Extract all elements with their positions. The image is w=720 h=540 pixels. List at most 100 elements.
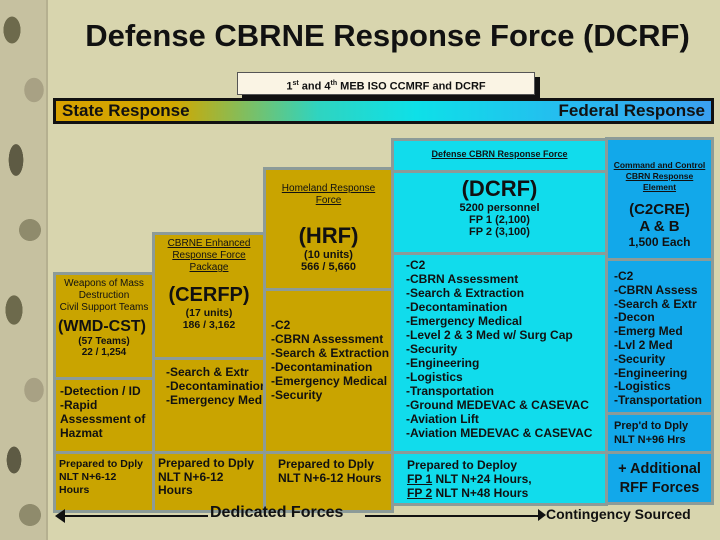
name-line: Command and Control bbox=[613, 160, 706, 170]
name-line: Destruction bbox=[78, 290, 130, 301]
wmd-units: (57 Teams) bbox=[78, 336, 130, 347]
capability: -CBRN Assess bbox=[614, 282, 698, 297]
fp2-text: NLT N+48 Hours bbox=[432, 486, 529, 500]
capability: -Security bbox=[406, 342, 458, 356]
capability: -Decontamination bbox=[406, 300, 508, 314]
subtitle-part: and 4 bbox=[298, 80, 331, 93]
name-line: Element bbox=[642, 182, 677, 192]
deploy-line: NLT N+6-12 bbox=[59, 471, 117, 483]
deploy-line: Prepared to Dply bbox=[158, 456, 255, 470]
c2cre-capabilities: -C2-CBRN Assess-Search & Extr-Decon-Emer… bbox=[605, 258, 714, 415]
deploy-line: Hours bbox=[59, 484, 90, 496]
name-line: CBRNE Enhanced bbox=[167, 238, 251, 249]
dcrf-deploy: Prepared to Deploy FP 1 NLT N+24 Hours, … bbox=[391, 451, 608, 506]
deploy-line: NLT N+96 Hrs bbox=[614, 434, 686, 446]
deploy-line: Prepared to Deploy bbox=[407, 458, 518, 472]
c2cre-abbr: (C2CRE) bbox=[629, 201, 690, 218]
arrow-line bbox=[61, 515, 208, 517]
contingency-sourced-label: Contingency Sourced bbox=[546, 506, 691, 522]
capability: -Aviation Lift bbox=[406, 412, 479, 426]
capability: -Transportation bbox=[406, 384, 495, 398]
cerfp-units: (17 units) bbox=[185, 307, 233, 319]
capability: -CBRN Assessment bbox=[406, 272, 519, 286]
capability: -Emergency Med bbox=[166, 393, 263, 407]
subtitle-sup: th bbox=[330, 80, 338, 87]
capability: -Search & Extraction bbox=[271, 346, 390, 360]
capability: Hazmat bbox=[60, 426, 103, 440]
capability: -Aviation MEDEVAC & CASEVAC bbox=[406, 426, 593, 440]
name-line: Package bbox=[189, 262, 229, 273]
capability: -Logistics bbox=[614, 379, 671, 394]
cerfp-capabilities: -Search & Extr-Decontamination-Emergency… bbox=[152, 357, 266, 454]
subtitle-box: 1st and 4th MEB ISO CCMRF and DCRF bbox=[237, 72, 535, 95]
dcrf-capabilities: -C2-CBRN Assessment-Search & Extraction-… bbox=[391, 252, 608, 454]
deploy-line: Prepared to Dply bbox=[278, 457, 375, 471]
c2cre-sub: A & B bbox=[639, 218, 680, 235]
capability: -Emerg Med bbox=[614, 324, 683, 339]
capability: -Detection / ID bbox=[60, 384, 141, 398]
capability: -Transportation bbox=[614, 393, 703, 408]
capability: -Search & Extraction bbox=[406, 286, 525, 300]
wmd-personnel: 22 / 1,254 bbox=[81, 347, 127, 358]
capability: -Decontamination bbox=[166, 379, 266, 393]
capability: -C2 bbox=[614, 269, 634, 283]
capability: Assessment of bbox=[60, 412, 146, 426]
fp1-text: NLT N+24 Hours, bbox=[432, 472, 532, 486]
capability: -Decon bbox=[614, 310, 655, 325]
capability: -Search & Extr bbox=[614, 296, 697, 311]
subtitle-part: 1 bbox=[286, 80, 293, 93]
name-line: CBRN Response bbox=[625, 171, 694, 181]
capability: -C2 bbox=[406, 258, 426, 272]
fp2-label: FP 2 bbox=[407, 486, 433, 500]
c2cre-personnel: 1,500 Each bbox=[628, 235, 691, 249]
additional-line: + Additional bbox=[618, 461, 701, 477]
cerfp-personnel: 186 / 3,162 bbox=[182, 319, 236, 331]
deploy-line: Hours bbox=[158, 483, 193, 497]
dcrf-header: (DCRF) 5200 personnel FP 1 (2,100) FP 2 … bbox=[391, 170, 608, 255]
dcrf-fp2: FP 2 (3,100) bbox=[469, 226, 530, 238]
hrf-units: (10 units) bbox=[304, 249, 353, 261]
deploy-line: NLT N+6-12 bbox=[158, 469, 224, 484]
dcrf-personnel: 5200 personnel bbox=[459, 202, 540, 214]
capability: -Level 2 & 3 Med w/ Surg Cap bbox=[406, 328, 573, 342]
federal-response-label: Federal Response bbox=[558, 101, 705, 120]
capability: -Engineering bbox=[614, 365, 688, 380]
additional-line: RFF Forces bbox=[619, 480, 700, 496]
capability: -Rapid bbox=[60, 398, 98, 412]
page-title: Defense CBRNE Response Force (DCRF) bbox=[85, 18, 690, 53]
capability: -Logistics bbox=[406, 370, 463, 384]
hrf-abbr: (HRF) bbox=[298, 223, 359, 248]
capability: -Ground MEDEVAC & CASEVAC bbox=[406, 398, 589, 412]
capability: -Emergency Medical bbox=[406, 314, 523, 328]
subtitle-part: MEB ISO CCMRF and DCRF bbox=[337, 80, 486, 93]
dcrf-abbr: (DCRF) bbox=[461, 176, 538, 201]
dedicated-forces-label: Dedicated Forces bbox=[210, 504, 344, 521]
capability: -Lvl 2 Med bbox=[614, 337, 673, 352]
subtitle-sup: st bbox=[292, 80, 299, 87]
state-response-label: State Response bbox=[62, 101, 190, 120]
capability: -C2 bbox=[271, 318, 291, 332]
deploy-line: FP 1 NLT N+24 Hours, bbox=[407, 472, 605, 486]
capability: -Security bbox=[614, 351, 666, 366]
name-line: Weapons of Mass bbox=[64, 278, 144, 289]
name-line: Force bbox=[315, 195, 342, 206]
name-line: Civil Support Teams bbox=[59, 302, 149, 313]
dcrf-full-name: Defense CBRN Response Force bbox=[431, 149, 568, 159]
left-arrowhead-icon bbox=[55, 509, 65, 523]
deploy-line: Prepared to Dply bbox=[59, 458, 144, 470]
deploy-line: FP 2 NLT N+48 Hours bbox=[407, 486, 605, 500]
arrow-line bbox=[365, 515, 540, 517]
capability: -Security bbox=[271, 388, 323, 402]
hrf-personnel: 566 / 5,660 bbox=[300, 261, 357, 273]
